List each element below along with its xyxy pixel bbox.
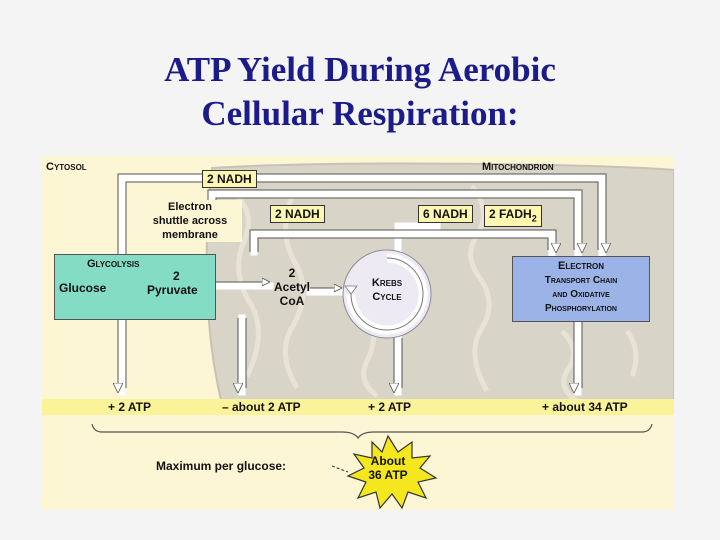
- mitochondrion-label: Mitochondrion: [482, 161, 554, 173]
- krebs-line-1: Krebs: [371, 277, 403, 289]
- title-line-1: ATP Yield During Aerobic: [164, 50, 556, 89]
- acetyl-coa-label: 2 Acetyl CoA: [274, 266, 310, 308]
- shuttle-line-2: shuttle across: [152, 215, 228, 227]
- atp-total-line-2: 36 ATP: [368, 468, 408, 482]
- nadh-box-top: 2 NADH: [202, 170, 257, 188]
- shuttle-line-3: membrane: [162, 229, 218, 241]
- glycolysis-title: Glycolysis: [87, 258, 140, 270]
- atp-yield-bar: [42, 399, 674, 415]
- nadh-box-shuttle: 2 NADH: [270, 205, 325, 223]
- title-line-2: Cellular Respiration:: [201, 94, 519, 133]
- cytosol-label: Cytosol: [46, 161, 87, 173]
- etc-line-2: Transport Chain: [544, 275, 618, 286]
- coa-name: CoA: [279, 294, 305, 308]
- etc-line-4: Phosphorylation: [544, 303, 617, 314]
- max-per-glucose-label: Maximum per glucose:: [156, 459, 287, 473]
- acetyl-count: 2: [288, 266, 296, 280]
- pyruvate-label: Pyruvate: [147, 283, 198, 297]
- krebs-cycle-disc: [342, 249, 432, 339]
- atp-yield-etc: + about 34 ATP: [542, 400, 628, 414]
- shuttle-line-1: Electron: [167, 201, 212, 213]
- electron-transport-box: Electron Transport Chain and Oxidative P…: [512, 256, 650, 322]
- atp-total-starburst: [346, 434, 438, 510]
- krebs-line-2: Cycle: [372, 291, 402, 303]
- diagram-graphics: [91, 162, 674, 510]
- atp-total: About 36 ATP: [358, 454, 418, 482]
- krebs-cycle-label: Krebs Cycle: [361, 276, 413, 304]
- etc-line-1: Electron: [557, 260, 604, 272]
- fadh2-text: 2 FADH: [489, 207, 532, 221]
- nadh-box-krebs: 6 NADH: [418, 205, 473, 223]
- etc-line-3: and Oxidative: [552, 289, 610, 300]
- fadh2-subscript: 2: [531, 213, 537, 224]
- fadh2-box-krebs: 2 FADH2: [484, 205, 542, 228]
- acetyl-name: Acetyl: [274, 280, 311, 294]
- atp-total-line-1: About: [370, 454, 406, 468]
- pyruvate-count: 2: [173, 269, 180, 283]
- respiration-diagram: Cytosol Mitochondrion 2 NADH 2 NADH 6 NA…: [42, 156, 674, 510]
- atp-yield-glycolysis: + 2 ATP: [108, 400, 152, 414]
- slide-title: ATP Yield During Aerobic Cellular Respir…: [0, 48, 720, 136]
- glycolysis-box: Glycolysis 2 Glucose Pyruvate: [54, 254, 216, 320]
- atp-yield-krebs: + 2 ATP: [368, 400, 412, 414]
- glucose-label: Glucose: [59, 281, 107, 295]
- atp-yield-shuttle: – about 2 ATP: [222, 400, 301, 414]
- shuttle-label: Electron shuttle across membrane: [138, 200, 242, 242]
